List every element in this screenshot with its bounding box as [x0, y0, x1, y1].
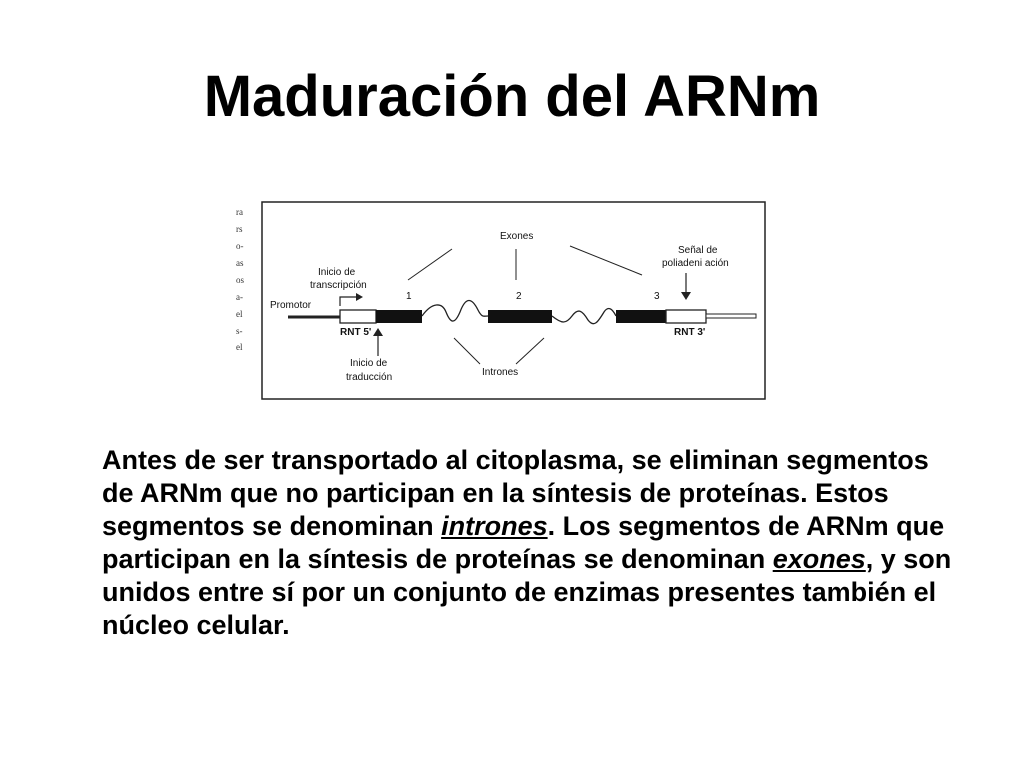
rnt3-label: RNT 3' — [674, 327, 705, 338]
introns-term: intrones — [441, 511, 548, 541]
introns-label: Intrones — [482, 367, 518, 378]
arrow-head-icon — [373, 328, 383, 336]
cropped-margin-text: ra rs o- as os a- el s- el — [236, 207, 245, 352]
promoter-label: Promotor — [270, 300, 312, 311]
diagram-canvas: ra rs o- as os a- el s- el Exones Señal … — [236, 201, 766, 400]
exon-2-box — [488, 310, 552, 323]
rnt5-label: RNT 5' — [340, 327, 371, 338]
intron-pointer-line — [515, 337, 545, 365]
margin-fragment: ra — [236, 207, 243, 217]
margin-fragment: o- — [236, 241, 244, 251]
intron-1-curve — [421, 299, 489, 322]
transcription-start-label: transcripción — [310, 280, 367, 291]
exon-pointer-line — [407, 248, 453, 281]
exon-pointer-line — [569, 245, 643, 276]
transcription-start-label: Inicio de — [318, 267, 356, 278]
margin-fragment: a- — [236, 292, 243, 302]
exons-label: Exones — [500, 231, 533, 242]
arrow-head-icon — [681, 292, 691, 300]
polyadenylation-label: poliadeni ación — [662, 258, 729, 269]
mrna-maturation-diagram: ra rs o- as os a- el s- el Exones Señal … — [232, 198, 772, 406]
translation-start-label: Inicio de — [350, 358, 388, 369]
margin-fragment: as — [236, 258, 244, 268]
body-text-part: . Los segmentos de ARNm que participan e… — [102, 511, 945, 574]
exon-number: 2 — [516, 291, 522, 302]
margin-fragment: el — [236, 342, 243, 352]
margin-fragment: s- — [236, 326, 243, 336]
translation-start-label: traducción — [346, 372, 392, 383]
body-text-part: , y son unidos entre sí por un conjunto … — [102, 544, 952, 640]
dna-strand-right — [705, 313, 757, 319]
slide-title: Maduración del ARNm — [203, 64, 821, 129]
body-paragraph: Antes de ser transportado al citoplasma,… — [102, 444, 962, 642]
margin-fragment: os — [236, 275, 245, 285]
polyadenylation-label: Señal de — [678, 245, 718, 256]
utr3-box — [665, 309, 707, 324]
transcription-start-arrow — [339, 296, 358, 306]
utr5-box — [339, 309, 377, 324]
figure-frame — [261, 201, 766, 400]
intron-pointer-line — [453, 337, 481, 365]
body-text-part: Antes de ser transportado al citoplasma,… — [102, 445, 929, 541]
exon-number: 3 — [654, 291, 660, 302]
intron-2-curve — [551, 307, 617, 325]
margin-fragment: el — [236, 309, 243, 319]
exon-1-box — [376, 310, 422, 323]
exon-3-box — [616, 310, 666, 323]
exon-number: 1 — [406, 291, 412, 302]
arrow-head-icon — [356, 293, 363, 301]
exons-term: exones — [772, 544, 866, 574]
margin-fragment: rs — [236, 224, 243, 234]
